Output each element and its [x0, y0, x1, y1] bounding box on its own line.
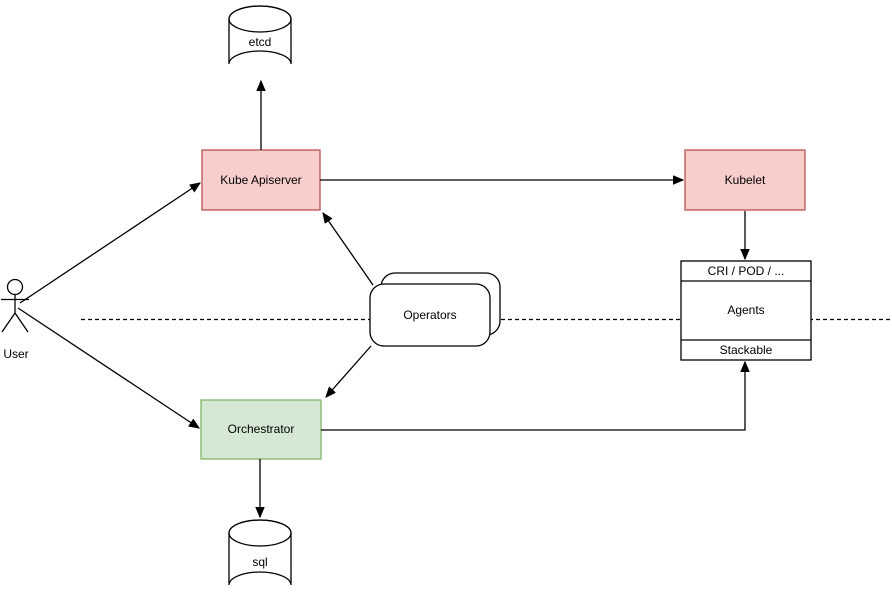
agents-stack-node[interactable]: CRI / POD / ... Agents Stackable	[680, 260, 812, 361]
edge-orchestrator-to-agents	[321, 362, 745, 431]
edge-operators-to-orchestrator	[326, 345, 372, 397]
edge-user-to-kube-apiserver	[19, 183, 200, 304]
agents-footer-label: Stackable	[720, 343, 773, 357]
kubelet-label: Kubelet	[725, 173, 766, 187]
agents-body-label: Agents	[727, 303, 764, 317]
sql-cylinder-body	[228, 519, 292, 586]
kube-apiserver-node[interactable]: Kube Apiserver	[201, 149, 321, 211]
user-actor-node[interactable]: User	[1, 278, 29, 362]
kube-apiserver-label: Kube Apiserver	[220, 173, 301, 187]
edge-user-to-orchestrator	[17, 307, 199, 428]
agents-header-label: CRI / POD / ...	[708, 264, 785, 278]
sql-cylinder-top	[228, 519, 292, 547]
operators-label: Operators	[403, 308, 456, 322]
kube-apiserver-box	[201, 149, 321, 211]
orchestrator-label: Orchestrator	[228, 422, 295, 436]
agents-stack-box	[680, 260, 812, 361]
user-label: User	[3, 347, 28, 361]
orchestrator-box	[200, 399, 322, 460]
operators-node[interactable]: Operators	[369, 272, 501, 347]
edge-operators-to-kube-apiserver	[323, 213, 374, 286]
etcd-node[interactable]: etcd	[228, 5, 292, 65]
orchestrator-node[interactable]: Orchestrator	[200, 399, 322, 460]
sql-node[interactable]: sql	[228, 519, 292, 586]
user-actor-body	[1, 294, 29, 333]
kubelet-box	[684, 149, 806, 211]
etcd-cylinder-top	[228, 5, 292, 33]
sql-label: sql	[252, 555, 267, 569]
user-actor-head	[6, 278, 24, 296]
kubelet-node[interactable]: Kubelet	[684, 149, 806, 211]
etcd-label: etcd	[249, 35, 272, 49]
operators-front-card	[369, 283, 491, 347]
